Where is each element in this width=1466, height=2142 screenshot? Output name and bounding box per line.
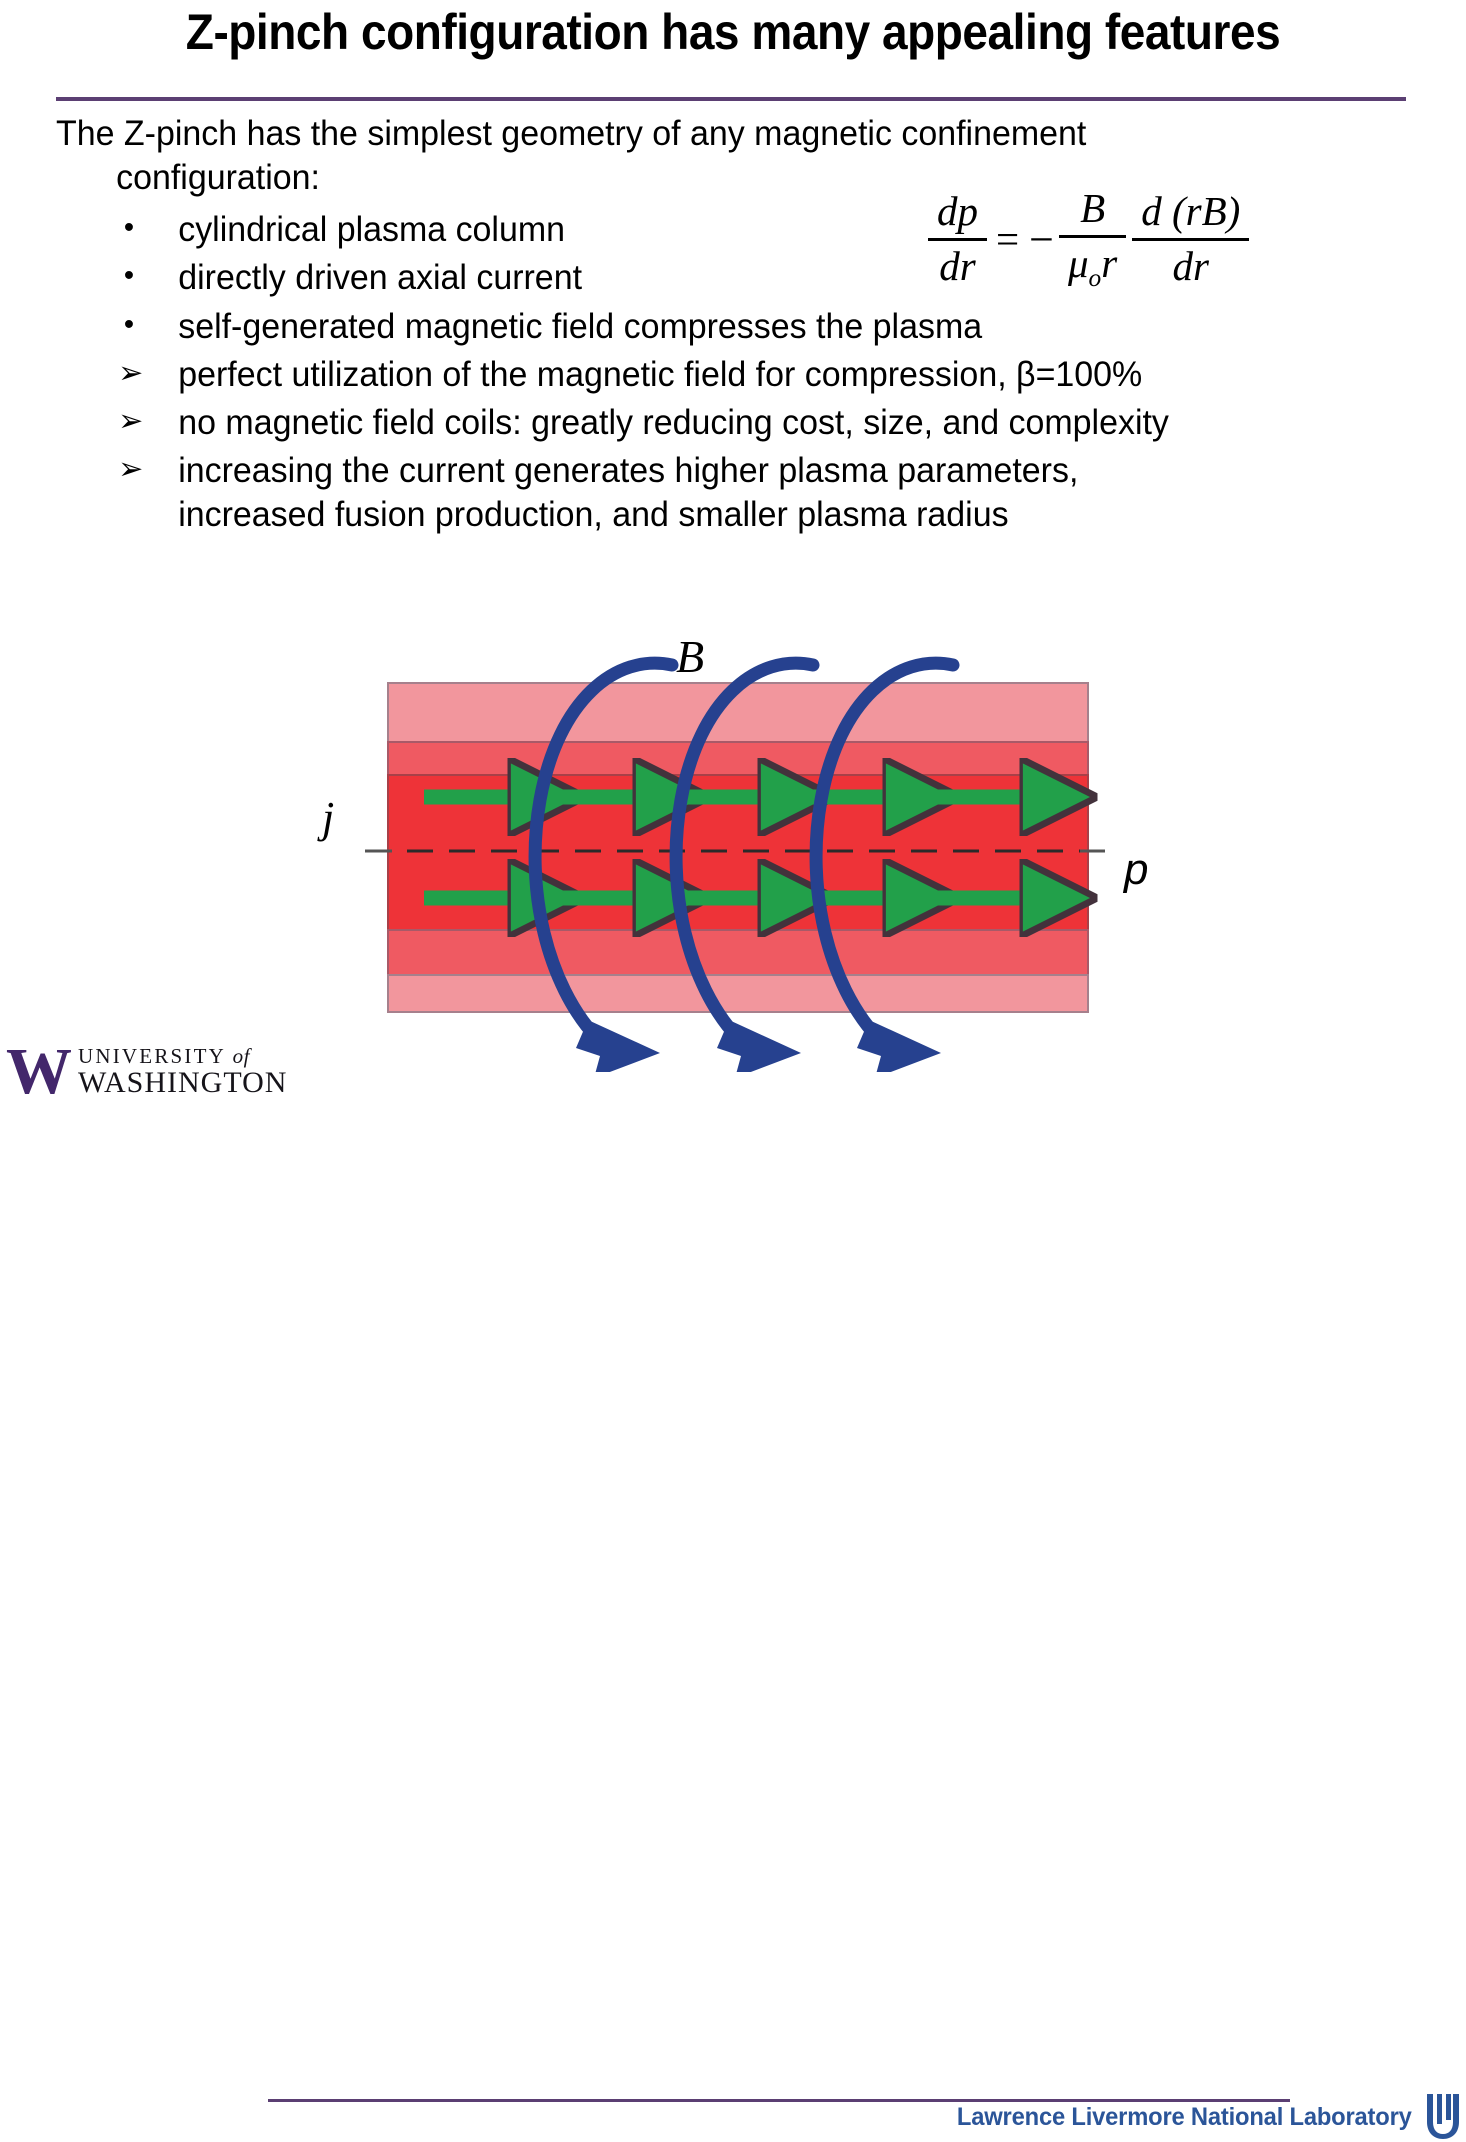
lead-line-1: The Z-pinch has the simplest geometry of…	[56, 114, 1087, 153]
magnetic-field-arrowheads	[576, 1020, 941, 1072]
slide-body: The Z-pinch has the simplest geometry of…	[56, 112, 1456, 541]
pressure-balance-equation: dp dr = − B μor d (rB) dr	[925, 185, 1252, 293]
equation-numerator: B	[1080, 185, 1106, 231]
equation-denominator: μor	[1067, 239, 1118, 293]
fraction-bar	[1132, 237, 1250, 241]
equation-fraction-dp-dr: dp dr	[928, 187, 987, 290]
lead-paragraph: The Z-pinch has the simplest geometry of…	[56, 112, 1414, 200]
bullet-list: • cylindrical plasma column • directly d…	[56, 208, 1456, 536]
pressure-label: p	[1122, 845, 1148, 894]
page-title: Z-pinch configuration has many appealing…	[185, 4, 1281, 60]
bullet-arrow-icon: ➢	[118, 451, 144, 488]
fraction-bar	[928, 237, 987, 241]
uw-wordmark: UNIVERSITY of WASHINGTON	[78, 1045, 287, 1098]
list-item-label: perfect utilization of the magnetic fiel…	[178, 354, 1143, 394]
magnetic-field-label: B	[676, 631, 704, 682]
list-item-label: increasing the current generates higher …	[178, 451, 1079, 491]
list-item: • cylindrical plasma column	[56, 208, 1414, 251]
bullet-dot-icon: •	[123, 211, 135, 245]
equals-sign: =	[996, 216, 1020, 263]
list-item: • self-generated magnetic field compress…	[56, 305, 1414, 348]
list-item-label: directly driven axial current	[178, 258, 583, 298]
equation-fraction-drb-dr: d (rB) dr	[1132, 187, 1250, 290]
equation-numerator: dp	[937, 187, 978, 234]
equation-denominator: dr	[1172, 242, 1209, 289]
fraction-bar	[1058, 234, 1127, 238]
list-item-label: no magnetic field coils: greatly reducin…	[178, 403, 1169, 443]
uw-line-university-of: UNIVERSITY of	[78, 1044, 251, 1069]
equation-fraction-b-over-mu-r: B μor	[1058, 185, 1127, 293]
list-item: ➢ perfect utilization of the magnetic fi…	[56, 353, 1414, 396]
minus-sign: −	[1029, 214, 1054, 264]
plasma-column	[387, 682, 1089, 1013]
bullet-arrow-icon: ➢	[118, 354, 144, 391]
bullet-dot-icon: •	[123, 259, 135, 293]
list-item-label: self-generated magnetic field compresses…	[178, 306, 983, 346]
bullet-dot-icon: •	[123, 307, 135, 341]
magnetic-field-lines	[528, 656, 960, 1044]
title-divider	[56, 97, 1406, 101]
list-item-label-line2: increased fusion production, and smaller…	[178, 494, 1009, 534]
uw-line-washington: WASHINGTON	[78, 1065, 288, 1099]
uw-logo: W UNIVERSITY of WASHINGTON	[6, 1035, 287, 1108]
current-density-label: j	[317, 793, 334, 842]
list-item-label: cylindrical plasma column	[178, 210, 566, 250]
llnl-logo: Lawrence Livermore National Laboratory	[933, 2092, 1462, 2142]
uw-w-mark: W	[6, 1035, 72, 1108]
list-item: ➢ no magnetic field coils: greatly reduc…	[56, 401, 1414, 444]
llnl-wordmark: Lawrence Livermore National Laboratory	[957, 2102, 1412, 2131]
bullet-arrow-icon: ➢	[118, 403, 144, 440]
equation-denominator: dr	[939, 242, 976, 289]
z-pinch-diagram: j p B	[0, 612, 1466, 1072]
llnl-u-mark	[1427, 2094, 1459, 2139]
lead-line-2: configuration:	[116, 158, 320, 198]
list-item: • directly driven axial current	[56, 256, 1414, 299]
slide-footer: W UNIVERSITY of WASHINGTON Lawrence Live…	[0, 1035, 1466, 2139]
equation-numerator: d (rB)	[1141, 187, 1241, 234]
list-item: ➢ increasing the current generates highe…	[56, 449, 1414, 535]
